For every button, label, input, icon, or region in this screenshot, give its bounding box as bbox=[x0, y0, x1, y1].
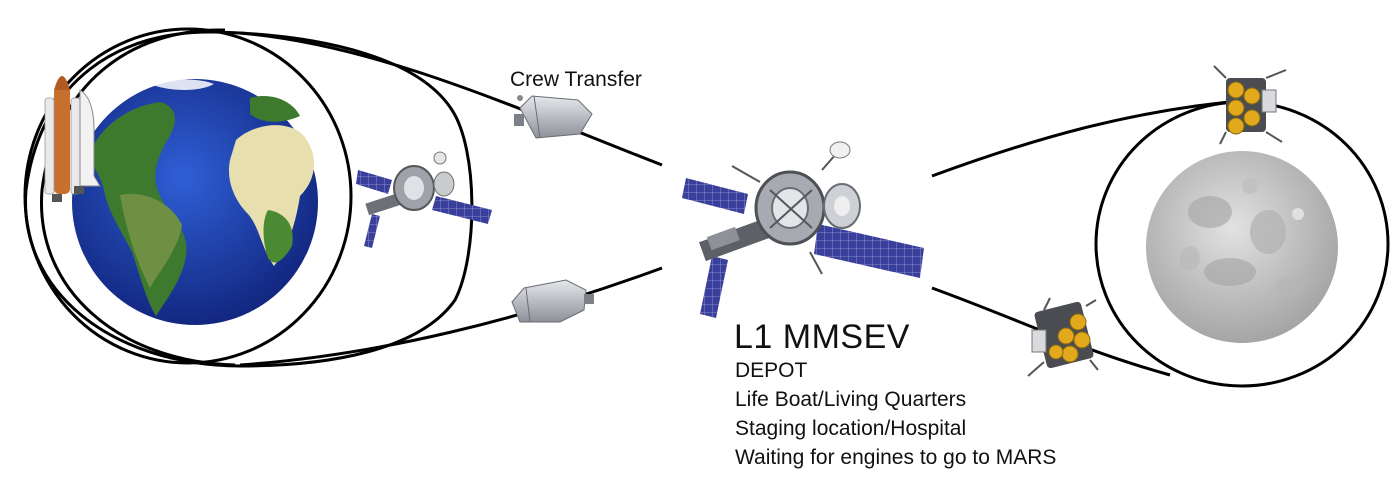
earth-mid-orbit bbox=[40, 28, 236, 367]
earth-orbits bbox=[23, 27, 474, 368]
lower-transfer-line bbox=[239, 266, 663, 367]
small-station-icon bbox=[356, 151, 492, 248]
transfer-trajectories bbox=[239, 31, 1251, 377]
station-role-depot: DEPOT bbox=[735, 359, 808, 382]
space-shuttle-icon bbox=[44, 76, 101, 202]
station-role-lifeboat: Life Boat/Living Quarters bbox=[735, 388, 967, 411]
crew-capsule-icon bbox=[514, 95, 593, 139]
lunar-lander-icon bbox=[1213, 65, 1287, 145]
moon-upper-transfer-line bbox=[931, 98, 1251, 178]
station-title: L1 MMSEV bbox=[734, 318, 910, 356]
moon-icon bbox=[1146, 151, 1338, 343]
crew-transfer-label: Crew Transfer bbox=[510, 68, 642, 91]
station-role-mars: Waiting for engines to go to MARS bbox=[735, 446, 1057, 469]
earth-globe-icon bbox=[72, 79, 318, 325]
upper-transfer-line bbox=[239, 31, 663, 167]
station-role-staging: Staging location/Hospital bbox=[735, 417, 967, 440]
mmsev-station-icon bbox=[682, 141, 924, 318]
lunar-lander-icon bbox=[1027, 297, 1099, 377]
crew-capsule-icon bbox=[511, 279, 594, 323]
earth-outer-orbit bbox=[24, 30, 474, 368]
